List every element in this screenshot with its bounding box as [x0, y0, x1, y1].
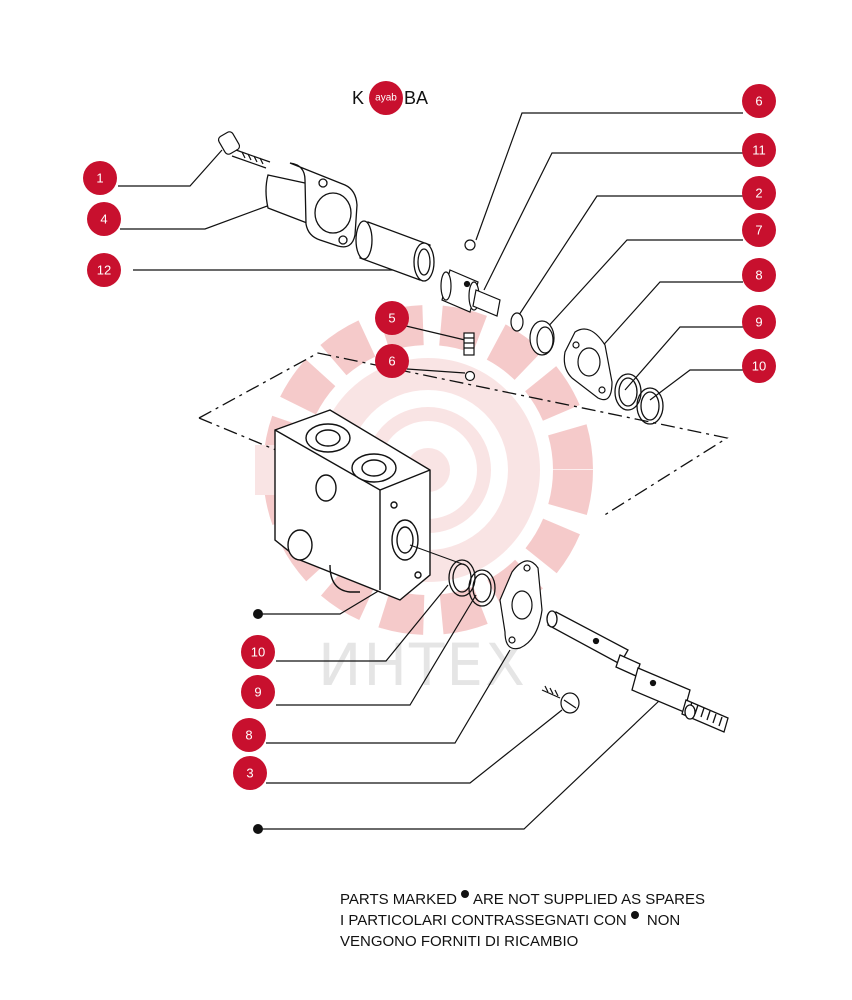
part-ball-6-top: [464, 239, 476, 251]
callout-7[interactable]: 7: [742, 213, 776, 247]
note-line-2-end: NON: [646, 912, 681, 929]
note-line-2-start: I PARTICOLARI CONTRASSEGNATI CON: [340, 912, 627, 929]
svg-text:8: 8: [245, 728, 252, 743]
spares-note: PARTS MARKED ARE NOT SUPPLIED AS SPARES I…: [340, 889, 705, 952]
part-oring-9-bottom: [468, 569, 496, 607]
part-spool-shaft: [546, 610, 729, 733]
not-supplied-marker: [253, 609, 263, 619]
note-line-1-start: PARTS MARKED: [340, 891, 457, 908]
callout-12[interactable]: 12: [87, 253, 121, 287]
callout-5[interactable]: 5: [375, 301, 409, 335]
callout-4[interactable]: 4: [87, 202, 121, 236]
bullet-marker-icon: [460, 890, 469, 898]
svg-text:3: 3: [246, 766, 253, 781]
callout-10[interactable]: 10: [742, 349, 776, 383]
svg-text:9: 9: [755, 315, 762, 330]
part-ball-6-bottom: [464, 370, 476, 382]
part-spring-5: [463, 332, 475, 356]
part-washer-7: [529, 320, 555, 356]
brand-text-right: BA: [404, 88, 428, 108]
part-gasket-8-bottom: [499, 560, 543, 650]
svg-text:2: 2: [755, 186, 762, 201]
part-ring-2: [510, 312, 524, 332]
bullet-marker-icon: [630, 911, 639, 919]
part-oring-10-top: [636, 387, 664, 425]
callout-6[interactable]: 6: [742, 84, 776, 118]
part-plunger-11: [440, 269, 501, 317]
svg-text:7: 7: [755, 223, 762, 238]
part-sleeve-12: [355, 220, 435, 282]
svg-text:10: 10: [251, 645, 265, 660]
svg-text:5: 5: [388, 311, 395, 326]
note-line-2: I PARTICOLARI CONTRASSEGNATI CON NON: [340, 910, 705, 931]
svg-text:6: 6: [755, 94, 762, 109]
callout-8[interactable]: 8: [742, 258, 776, 292]
leader-lines: [118, 112, 743, 830]
callout-3[interactable]: 3: [233, 756, 267, 790]
brand-logo: K ayab BA: [352, 81, 428, 115]
brand-text-left: K: [352, 88, 364, 108]
note-line-1-end: ARE NOT SUPPLIED AS SPARES: [472, 891, 705, 908]
part-bolt-1: [217, 131, 271, 169]
callout-8[interactable]: 8: [232, 718, 266, 752]
note-line-1: PARTS MARKED ARE NOT SUPPLIED AS SPARES: [340, 889, 705, 910]
part-housing-4: [265, 162, 358, 248]
part-screw-3: [541, 685, 580, 714]
svg-text:9: 9: [254, 685, 261, 700]
callout-11[interactable]: 11: [742, 133, 776, 167]
svg-text:8: 8: [755, 268, 762, 283]
watermark-text: ИНТЕХ: [318, 631, 527, 699]
svg-text:6: 6: [388, 354, 395, 369]
brand-badge-text: ayab: [375, 93, 397, 104]
callout-9[interactable]: 9: [742, 305, 776, 339]
callout-2[interactable]: 2: [742, 176, 776, 210]
svg-text:1: 1: [96, 171, 103, 186]
callout-6[interactable]: 6: [375, 344, 409, 378]
svg-text:12: 12: [97, 263, 111, 278]
callout-10[interactable]: 10: [241, 635, 275, 669]
not-supplied-marker: [253, 824, 263, 834]
svg-text:4: 4: [100, 212, 107, 227]
svg-text:11: 11: [752, 143, 766, 158]
brand-badge: [369, 81, 403, 115]
note-line-3: VENGONO FORNITI DI RICAMBIO: [340, 933, 579, 950]
part-valve-body: [274, 409, 431, 601]
callout-1[interactable]: 1: [83, 161, 117, 195]
part-gasket-8-top: [563, 328, 613, 401]
callout-9[interactable]: 9: [241, 675, 275, 709]
svg-text:10: 10: [752, 359, 766, 374]
